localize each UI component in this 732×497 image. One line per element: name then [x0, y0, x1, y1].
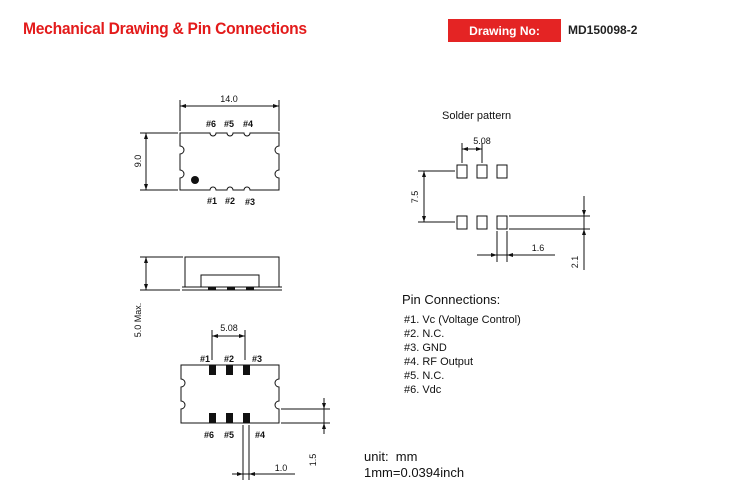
bv-top-pin-label: #2	[224, 354, 234, 364]
solder-pad	[456, 164, 468, 179]
solder-pad	[476, 164, 488, 179]
bv-bottom-pin-label: #6	[204, 430, 214, 440]
page-title: Mechanical Drawing & Pin Connections	[23, 19, 307, 38]
dim-pad-height: 1.5	[308, 454, 318, 467]
side-view-body	[184, 256, 280, 288]
solder-pad	[496, 215, 508, 230]
dim-max-height: 5.0 Max.	[133, 303, 143, 338]
solder-pad	[496, 164, 508, 179]
pin-item: #4. RF Output	[404, 356, 474, 368]
top-pin-label: #4	[243, 119, 253, 129]
bv-top-pin-label: #1	[200, 354, 210, 364]
top-pin-label: #5	[224, 119, 234, 129]
solder-pad-height-dim: 2.1	[570, 256, 580, 269]
side-view-lead	[227, 287, 235, 290]
solder-pad	[476, 215, 488, 230]
solder-row-gap-dim: 7.5	[410, 191, 420, 204]
units-note: unit: mm 1mm=0.0394inch	[364, 449, 464, 481]
solder-pattern-title: Solder pattern	[442, 110, 511, 122]
bv-bottom-pin-label: #4	[255, 430, 265, 440]
pin-item: #6. Vdc	[404, 384, 442, 396]
unit-label: unit: mm	[364, 449, 418, 464]
unit-conversion: 1mm=0.0394inch	[364, 465, 465, 480]
side-view-lead	[208, 287, 216, 290]
pin-connections-list: #1. Vc (Voltage Control) #2. N.C. #3. GN…	[404, 313, 521, 397]
side-view-base	[200, 274, 260, 288]
top-view-package	[179, 132, 280, 191]
pin1-marker	[191, 176, 199, 184]
pin-item: #5. N.C.	[404, 370, 445, 382]
dim-pad-width: 1.0	[275, 463, 288, 473]
pin-item: #1. Vc (Voltage Control)	[404, 314, 521, 326]
solder-pad	[456, 215, 468, 230]
dim-height: 9.0	[133, 155, 143, 168]
bottom-view-package	[180, 364, 280, 424]
side-view-lead	[246, 287, 254, 290]
drawing-number-label: Drawing No:	[448, 19, 561, 42]
dim-width: 14.0	[220, 94, 238, 104]
bottom-pin-label: #3	[245, 197, 255, 207]
bottom-pad	[209, 413, 216, 423]
bottom-pad	[226, 365, 233, 375]
pin-item: #2. N.C.	[404, 328, 445, 340]
bv-top-pin-label: #3	[252, 354, 262, 364]
bottom-pin-label: #2	[225, 196, 235, 206]
bottom-pad	[209, 365, 216, 375]
solder-pitch-dim: 5.08	[473, 136, 491, 146]
top-pin-label: #6	[206, 119, 216, 129]
bottom-pad	[226, 413, 233, 423]
pin-item: #3. GND	[404, 342, 447, 354]
solder-pad-width-dim: 1.6	[532, 243, 545, 253]
drawing-number: MD150098-2	[568, 23, 638, 37]
bottom-pad	[243, 365, 250, 375]
bv-bottom-pin-label: #5	[224, 430, 234, 440]
bottom-pad	[243, 413, 250, 423]
dim-pitch: 5.08	[220, 323, 238, 333]
pin-connections-title: Pin Connections:	[402, 292, 501, 307]
bottom-pin-label: #1	[207, 196, 217, 206]
